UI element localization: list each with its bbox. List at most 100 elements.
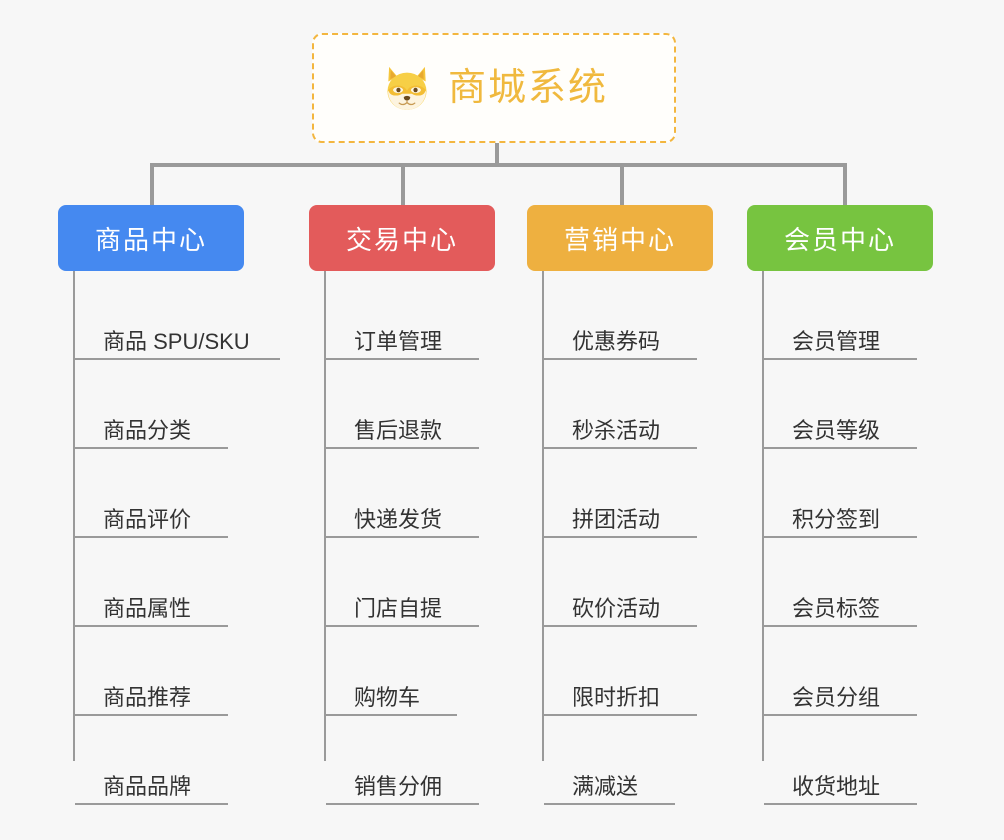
list-item-rule xyxy=(75,447,228,449)
list-item-label: 秒杀活动 xyxy=(572,417,661,443)
list-item-label: 会员等级 xyxy=(792,417,881,443)
list-item[interactable]: 订单管理 xyxy=(324,271,495,360)
list-item-rule xyxy=(544,803,675,805)
list-item[interactable]: 售后退款 xyxy=(324,360,495,449)
list-item-rule xyxy=(764,625,917,627)
list-item[interactable]: 满减送 xyxy=(542,716,713,805)
branch-column-marketing: 营销中心 优惠券码 秒杀活动 拼团活动 砍价活动 限时折扣 xyxy=(527,205,713,805)
list-item-label: 销售分佣 xyxy=(354,773,443,799)
list-item-label: 快递发货 xyxy=(354,506,443,532)
list-item[interactable]: 会员分组 xyxy=(762,627,933,716)
list-item-label: 会员标签 xyxy=(792,595,881,621)
branch-item-list-product: 商品 SPU/SKU 商品分类 商品评价 商品属性 商品推荐 商品品牌 xyxy=(73,271,280,805)
connector-drop-4 xyxy=(843,163,847,207)
connector-drop-3 xyxy=(620,163,624,207)
list-item-rule xyxy=(75,803,228,805)
list-item[interactable]: 优惠券码 xyxy=(542,271,713,360)
connector-horizontal-bus xyxy=(150,163,847,167)
list-item-label: 砍价活动 xyxy=(572,595,661,621)
list-item-rule xyxy=(326,625,479,627)
branch-item-list-member: 会员管理 会员等级 积分签到 会员标签 会员分组 收货地址 xyxy=(762,271,933,805)
list-item[interactable]: 商品分类 xyxy=(73,360,244,449)
list-item-rule xyxy=(764,714,917,716)
list-item-label: 商品品牌 xyxy=(103,773,192,799)
list-item-label: 商品推荐 xyxy=(103,684,192,710)
list-item-rule xyxy=(764,803,917,805)
branch-item-list-marketing: 优惠券码 秒杀活动 拼团活动 砍价活动 限时折扣 满减送 xyxy=(542,271,713,805)
branch-spine xyxy=(324,271,326,761)
list-item-rule xyxy=(75,625,228,627)
root-title: 商城系统 xyxy=(447,67,608,109)
list-item[interactable]: 快递发货 xyxy=(324,449,495,538)
list-item-label: 商品分类 xyxy=(103,417,192,443)
branch-header-trade[interactable]: 交易中心 xyxy=(309,205,495,271)
list-item-rule xyxy=(544,625,697,627)
branch-header-label: 营销中心 xyxy=(563,224,676,255)
list-item-label: 优惠券码 xyxy=(572,328,661,354)
list-item[interactable]: 会员标签 xyxy=(762,538,933,627)
branch-header-product[interactable]: 商品中心 xyxy=(58,205,244,271)
list-item-label: 订单管理 xyxy=(354,328,443,354)
branch-spine xyxy=(542,271,544,761)
connector-root-stem xyxy=(495,143,499,166)
branch-item-list-trade: 订单管理 售后退款 快递发货 门店自提 购物车 销售分佣 xyxy=(324,271,495,805)
list-item[interactable]: 秒杀活动 xyxy=(542,360,713,449)
list-item[interactable]: 拼团活动 xyxy=(542,449,713,538)
branch-header-label: 商品中心 xyxy=(94,224,207,255)
list-item[interactable]: 商品推荐 xyxy=(73,627,244,716)
list-item-rule xyxy=(544,714,697,716)
list-item-rule xyxy=(544,447,697,449)
list-item-label: 售后退款 xyxy=(354,417,443,443)
list-item-rule xyxy=(326,447,479,449)
branch-header-label: 交易中心 xyxy=(345,224,458,255)
list-item-label: 商品 SPU/SKU xyxy=(103,328,250,354)
list-item-rule xyxy=(75,536,228,538)
list-item[interactable]: 门店自提 xyxy=(324,538,495,627)
list-item-label: 收货地址 xyxy=(792,773,881,799)
list-item[interactable]: 限时折扣 xyxy=(542,627,713,716)
list-item-rule xyxy=(326,536,479,538)
list-item[interactable]: 商品品牌 xyxy=(73,716,244,805)
list-item[interactable]: 购物车 xyxy=(324,627,495,716)
branch-column-member: 会员中心 会员管理 会员等级 积分签到 会员标签 会员分组 xyxy=(747,205,933,805)
list-item-rule xyxy=(326,358,479,360)
branch-header-marketing[interactable]: 营销中心 xyxy=(527,205,713,271)
branch-spine xyxy=(73,271,75,761)
list-item[interactable]: 商品属性 xyxy=(73,538,244,627)
list-item-label: 商品属性 xyxy=(103,595,192,621)
list-item-rule xyxy=(326,714,457,716)
list-item-label: 拼团活动 xyxy=(572,506,661,532)
list-item-label: 门店自提 xyxy=(354,595,443,621)
list-item[interactable]: 销售分佣 xyxy=(324,716,495,805)
branch-column-trade: 交易中心 订单管理 售后退款 快递发货 门店自提 购物车 xyxy=(309,205,495,805)
branch-spine xyxy=(762,271,764,761)
list-item-rule xyxy=(544,536,697,538)
list-item-rule xyxy=(75,714,228,716)
list-item-label: 商品评价 xyxy=(103,506,192,532)
list-item-rule xyxy=(544,358,697,360)
root-node-mall-system[interactable]: 商城系统 xyxy=(312,33,676,143)
shiba-dog-face-icon xyxy=(387,66,427,110)
list-item[interactable]: 积分签到 xyxy=(762,449,933,538)
list-item-rule xyxy=(764,358,917,360)
list-item[interactable]: 会员管理 xyxy=(762,271,933,360)
list-item[interactable]: 收货地址 xyxy=(762,716,933,805)
connector-drop-2 xyxy=(401,163,405,207)
list-item[interactable]: 商品 SPU/SKU xyxy=(73,271,280,360)
branch-column-product: 商品中心 商品 SPU/SKU 商品分类 商品评价 商品属性 商品推荐 xyxy=(58,205,280,805)
list-item[interactable]: 商品评价 xyxy=(73,449,244,538)
list-item-label: 满减送 xyxy=(572,773,639,799)
branch-header-label: 会员中心 xyxy=(783,224,896,255)
list-item[interactable]: 砍价活动 xyxy=(542,538,713,627)
list-item-label: 会员管理 xyxy=(792,328,881,354)
list-item[interactable]: 会员等级 xyxy=(762,360,933,449)
list-item-rule xyxy=(764,447,917,449)
connector-drop-1 xyxy=(150,163,154,207)
list-item-rule xyxy=(326,803,479,805)
list-item-label: 会员分组 xyxy=(792,684,881,710)
list-item-label: 限时折扣 xyxy=(572,684,661,710)
list-item-label: 积分签到 xyxy=(792,506,881,532)
branch-header-member[interactable]: 会员中心 xyxy=(747,205,933,271)
list-item-rule xyxy=(75,358,280,360)
